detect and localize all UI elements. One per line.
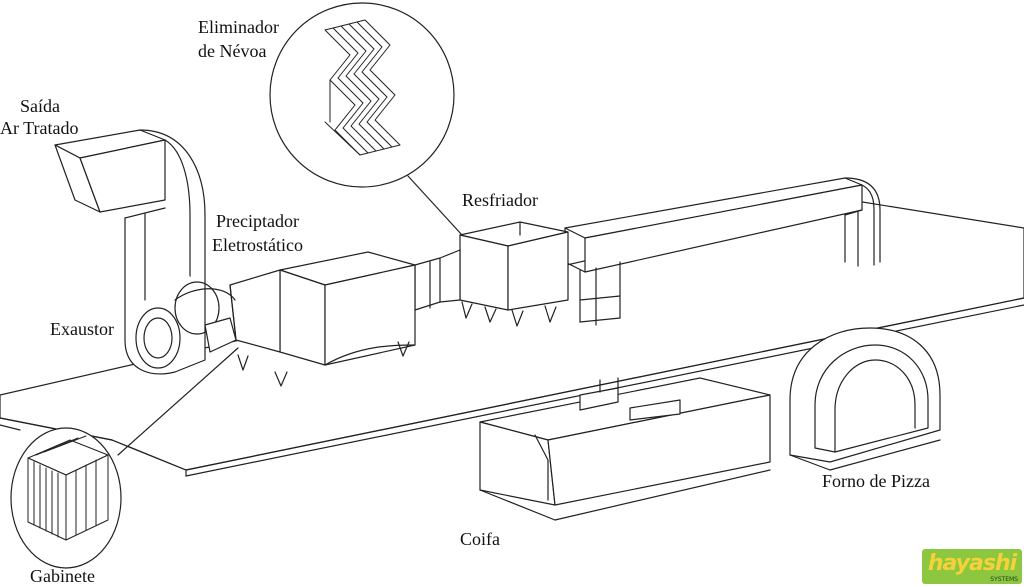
label-de-nevoa: de Névoa [198, 41, 267, 61]
label-saida: Saída [20, 96, 60, 116]
logo-text: hayashi [927, 551, 1017, 576]
logo-subtext: SYSTEMS [990, 576, 1018, 583]
pizza-oven [790, 328, 940, 470]
duct-connector [415, 250, 460, 310]
label-ar-tratado: Ar Tratado [0, 118, 79, 138]
resfriador-unit [460, 222, 568, 326]
label-eliminador: Eliminador [198, 17, 279, 37]
label-precipitador: Preciptador [216, 211, 299, 231]
label-eletrostatico: Eletrostático [212, 235, 303, 255]
eliminador-detail [270, 3, 462, 235]
label-resfriador: Resfriador [462, 190, 538, 210]
gabinete-detail [11, 348, 238, 568]
hayashi-logo: hayashi SYSTEMS [922, 549, 1022, 584]
label-coifa: Coifa [460, 529, 500, 549]
label-exaustor: Exaustor [50, 319, 114, 339]
label-gabinete: Gabinete [30, 566, 95, 586]
exhaust-fan [55, 130, 236, 374]
coifa-hood [480, 378, 770, 520]
precipitator-unit [230, 252, 415, 386]
label-forno-de-pizza: Forno de Pizza [822, 471, 930, 491]
